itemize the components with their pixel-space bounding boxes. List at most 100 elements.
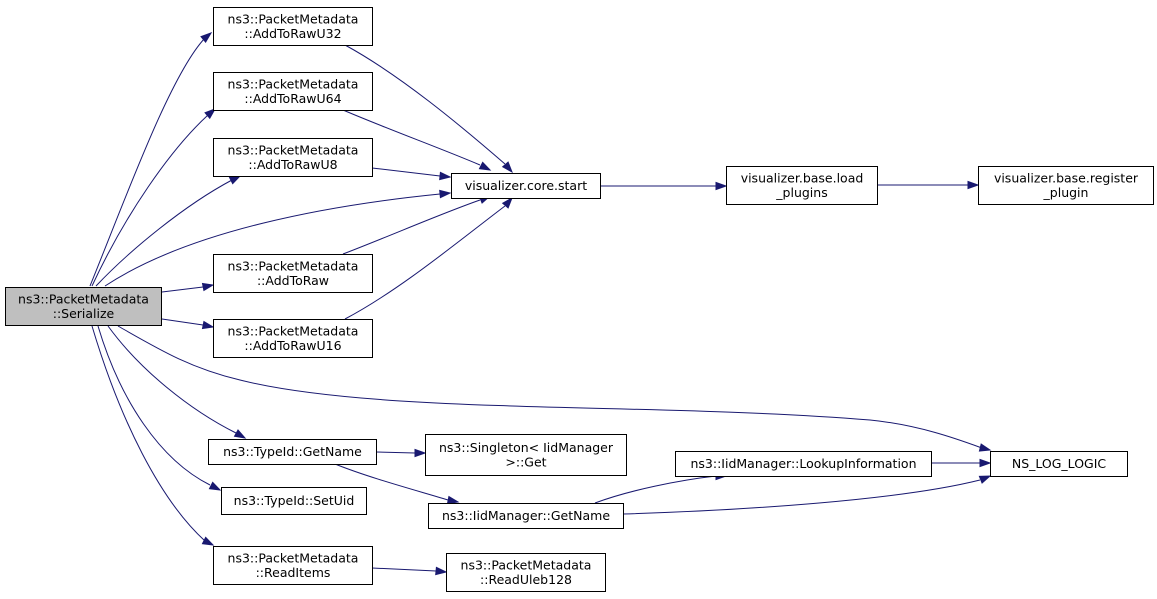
node-label-line: ns3::TypeId::GetName — [223, 444, 362, 459]
node-addToRawU16[interactable]: ns3::PacketMetadata::AddToRawU16 — [213, 319, 373, 358]
edge-arrowhead — [446, 495, 460, 505]
edge-line — [342, 199, 481, 255]
node-box[interactable] — [451, 173, 601, 199]
node-box[interactable] — [213, 7, 373, 46]
node-label-line: ns3::PacketMetadata — [228, 76, 359, 91]
edge-arrowhead — [439, 189, 452, 199]
edge-arrowhead — [967, 180, 980, 190]
edge-serialize-to-coreStart — [104, 189, 452, 287]
node-readUleb128[interactable]: ns3::PacketMetadata::ReadUleb128 — [446, 553, 606, 592]
edge-line — [344, 205, 506, 320]
node-box[interactable] — [425, 434, 627, 476]
node-box[interactable] — [726, 166, 878, 205]
node-box[interactable] — [213, 72, 373, 111]
node-nsLogLogic[interactable]: NS_LOG_LOGIC — [990, 451, 1128, 477]
edge-arrowhead — [201, 536, 215, 546]
edge-line — [91, 114, 209, 287]
node-box[interactable] — [213, 138, 373, 177]
edge-serialize-to-typeGetName — [107, 325, 247, 439]
edge-arrowhead — [201, 282, 215, 292]
edge-typeGetName-to-iidGetName — [334, 463, 460, 505]
edge-arrowhead — [501, 196, 513, 209]
edge-arrowhead — [200, 32, 213, 44]
node-addToRaw[interactable]: ns3::PacketMetadata::AddToRaw — [213, 254, 373, 293]
edge-addToRaw-to-coreStart — [342, 195, 492, 255]
edge-arrowhead — [228, 175, 242, 185]
node-box[interactable] — [213, 546, 373, 585]
edge-arrowhead — [439, 171, 452, 181]
edge-arrowhead — [204, 108, 217, 120]
node-label-line: ::ReadUleb128 — [480, 572, 572, 587]
node-addToRawU8[interactable]: ns3::PacketMetadata::AddToRawU8 — [213, 138, 373, 177]
edge-line — [161, 318, 204, 326]
node-label-line: ::AddToRaw — [257, 273, 329, 288]
edge-loadPlugins-to-registerPlugin — [877, 180, 980, 190]
node-box[interactable] — [213, 319, 373, 358]
node-label-line: ::ReadItems — [256, 565, 331, 580]
edge-typeGetName-to-singletonGet — [375, 448, 427, 458]
node-typeGetName[interactable]: ns3::TypeId::GetName — [208, 439, 377, 465]
node-box[interactable] — [221, 487, 367, 515]
node-label-line: ns3::IidManager::GetName — [442, 508, 610, 523]
edge-iidGetName-to-nsLogLogic — [622, 475, 992, 515]
node-box[interactable] — [978, 166, 1154, 205]
node-label-line: _plugin — [1043, 185, 1089, 200]
edge-arrowhead — [478, 161, 492, 171]
node-box[interactable] — [990, 451, 1128, 477]
node-label-line: ::Serialize — [53, 306, 115, 321]
node-label-line: ns3::PacketMetadata — [228, 323, 359, 338]
node-box[interactable] — [213, 254, 373, 293]
node-label-line: NS_LOG_LOGIC — [1012, 456, 1107, 471]
edge-line — [97, 325, 211, 486]
edge-addToRawU32-to-coreStart — [344, 44, 513, 174]
edge-arrowhead — [201, 320, 215, 330]
node-label-line: visualizer.core.start — [465, 178, 587, 193]
node-box[interactable] — [5, 287, 162, 326]
edge-arrowhead — [435, 566, 448, 576]
node-singletonGet[interactable]: ns3::Singleton< IidManager>::Get — [425, 434, 627, 476]
edge-serialize-to-nsLogLogic — [117, 325, 992, 452]
node-label-line: ns3::TypeId::SetUid — [234, 493, 355, 508]
node-addToRawU64[interactable]: ns3::PacketMetadata::AddToRawU64 — [213, 72, 373, 111]
node-label-line: ns3::PacketMetadata — [18, 291, 149, 306]
edge-arrowhead — [978, 475, 992, 484]
node-label-line: ns3::PacketMetadata — [461, 557, 592, 572]
node-serialize[interactable]: ns3::PacketMetadata::Serialize — [5, 287, 162, 326]
node-label-line: ::AddToRawU64 — [244, 91, 341, 106]
node-addToRawU32[interactable]: ns3::PacketMetadata::AddToRawU32 — [213, 7, 373, 46]
node-iidGetName[interactable]: ns3::IidManager::GetName — [428, 503, 624, 529]
node-coreStart[interactable]: visualizer.core.start — [451, 173, 601, 199]
node-registerPlugin[interactable]: visualizer.base.register_plugin — [978, 166, 1154, 205]
node-label-line: ::AddToRawU16 — [244, 338, 341, 353]
edge-serialize-to-addToRawU16 — [161, 318, 215, 330]
node-lookupInfo[interactable]: ns3::IidManager::LookupInformation — [675, 451, 932, 477]
node-box[interactable] — [446, 553, 606, 592]
edges-layer — [89, 32, 992, 576]
edge-line — [91, 325, 206, 542]
edge-arrowhead — [715, 181, 728, 191]
node-setUid[interactable]: ns3::TypeId::SetUid — [221, 487, 367, 515]
edge-line — [375, 451, 416, 454]
node-box[interactable] — [675, 451, 932, 477]
node-label-line: >::Get — [505, 454, 546, 469]
node-label-line: ns3::Singleton< IidManager — [439, 440, 614, 455]
edge-serialize-to-addToRaw — [161, 282, 215, 293]
edge-arrowhead — [501, 161, 513, 174]
node-box[interactable] — [208, 439, 377, 465]
edge-line — [161, 286, 204, 293]
node-label-line: ::AddToRawU8 — [248, 157, 337, 172]
edge-line — [117, 325, 983, 449]
edge-lookupInfo-to-nsLogLogic — [931, 458, 992, 468]
edge-line — [622, 479, 981, 515]
nodes-layer: ns3::PacketMetadata::Serializens3::Packe… — [5, 7, 1154, 592]
edge-addToRawU64-to-coreStart — [342, 109, 492, 171]
edge-line — [342, 109, 481, 166]
edge-line — [107, 325, 237, 434]
edge-serialize-to-readItems — [91, 325, 215, 546]
node-readItems[interactable]: ns3::PacketMetadata::ReadItems — [213, 546, 373, 585]
node-loadPlugins[interactable]: visualizer.base.load_plugins — [726, 166, 878, 205]
node-box[interactable] — [428, 503, 624, 529]
node-label-line: visualizer.base.register — [994, 170, 1139, 185]
edge-line — [334, 463, 449, 501]
